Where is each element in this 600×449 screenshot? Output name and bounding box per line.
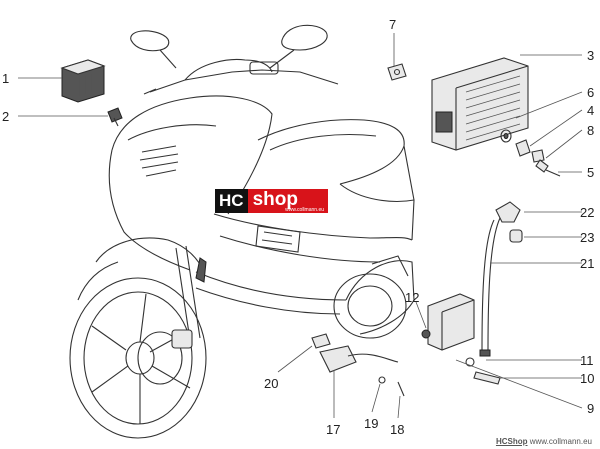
callout-11: 11 — [580, 353, 594, 368]
callout-19: 19 — [364, 416, 378, 431]
callout-22: 22 — [580, 205, 594, 220]
part-ignition-coil — [421, 293, 501, 385]
callout-3: 3 — [587, 48, 594, 63]
credit-text: HCShop www.collmann.eu — [496, 437, 592, 446]
callout-9: 9 — [587, 401, 594, 416]
scooter-drawing — [69, 24, 415, 439]
credit-shop: HCShop — [495, 437, 528, 446]
callout-7: 7 — [389, 17, 396, 32]
callout-18: 18 — [390, 422, 404, 437]
callout-6: 6 — [587, 85, 594, 100]
part-regulator — [60, 59, 106, 103]
part-cdi-unit — [431, 57, 529, 151]
callout-4: 4 — [587, 103, 594, 118]
part-ht-lead — [479, 201, 523, 357]
leader-lines — [18, 33, 583, 419]
part-clip-7 — [387, 63, 407, 81]
callout-12: 12 — [405, 290, 419, 305]
callout-8: 8 — [587, 123, 594, 138]
callout-10: 10 — [580, 371, 594, 386]
credit-url: www.collmann.eu — [529, 437, 592, 446]
callout-2: 2 — [2, 109, 9, 124]
callout-23: 23 — [580, 230, 594, 245]
callout-17: 17 — [326, 422, 340, 437]
callout-21: 21 — [580, 256, 594, 271]
callout-20: 20 — [264, 376, 278, 391]
part-screw-2 — [107, 107, 123, 127]
part-washers — [500, 129, 561, 177]
callout-labels: 1 2 3 4 5 6 7 8 9 10 11 12 17 18 19 20 2… — [2, 17, 594, 437]
part-sensor — [311, 333, 405, 397]
callout-1: 1 — [2, 71, 9, 86]
callout-5: 5 — [587, 165, 594, 180]
logo-hc-text: HC — [215, 189, 248, 213]
logo-url: www.collmann.eu — [285, 207, 324, 213]
logo-shop-word: shop — [252, 189, 298, 210]
